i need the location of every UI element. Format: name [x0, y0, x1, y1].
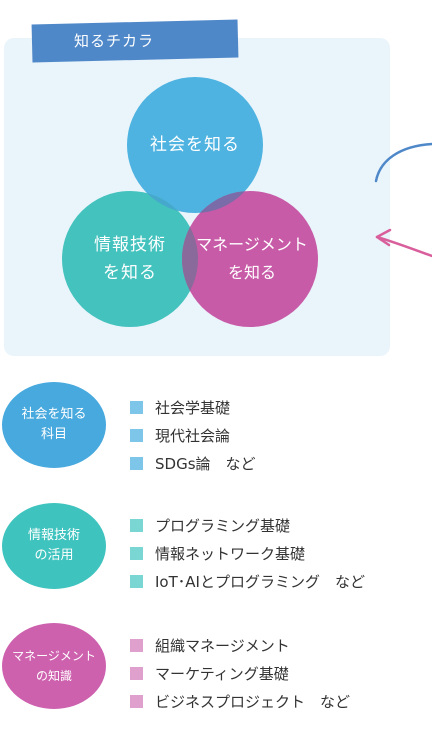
- venn-circle-society: [127, 77, 263, 213]
- list-item: 組織マネージメント: [130, 631, 350, 659]
- list-item: 社会学基礎: [130, 393, 256, 421]
- bullet-square-icon: [130, 518, 143, 532]
- section-ribbon-label: 知るチカラ: [74, 32, 155, 50]
- list-item: 現代社会論: [130, 421, 256, 449]
- bullet-square-icon: [130, 428, 143, 442]
- venn-label-society: 社会を知る: [150, 135, 240, 155]
- venn-label-management: マネージメント を知る: [196, 235, 308, 282]
- list-item: SDGs論 など: [130, 449, 256, 477]
- venn-circle-it: [62, 191, 198, 327]
- list-item: 情報ネットワーク基礎: [130, 539, 365, 567]
- venn-label-it: 情報技術 を知る: [94, 235, 166, 283]
- course-list-management: 組織マネージメント マーケティング基礎 ビジネスプロジェクト など: [130, 631, 350, 715]
- venn-circle-management: [182, 191, 318, 327]
- category-badge-management: マネージメント の知識: [2, 623, 106, 709]
- cycle-arrow-bottom-icon: [375, 235, 432, 258]
- list-item: プログラミング基礎: [130, 511, 365, 539]
- cycle-arrow-top-icon: [374, 142, 432, 183]
- bullet-square-icon: [130, 546, 143, 560]
- bullet-square-icon: [130, 574, 143, 588]
- list-item: IoT･AIとプログラミング など: [130, 567, 365, 595]
- bullet-square-icon: [130, 456, 143, 470]
- bullet-square-icon: [130, 400, 143, 414]
- bullet-square-icon: [130, 666, 143, 680]
- category-badge-it: 情報技術 の活用: [2, 503, 106, 589]
- course-list-society: 社会学基礎 現代社会論 SDGs論 など: [130, 393, 256, 477]
- bullet-square-icon: [130, 638, 143, 652]
- cycle-arrow-head-icon: [375, 228, 392, 247]
- bullet-square-icon: [130, 694, 143, 708]
- category-badge-society: 社会を知る 科目: [2, 382, 106, 468]
- course-list-it: プログラミング基礎 情報ネットワーク基礎 IoT･AIとプログラミング など: [130, 511, 365, 595]
- list-item: マーケティング基礎: [130, 659, 350, 687]
- list-item: ビジネスプロジェクト など: [130, 687, 350, 715]
